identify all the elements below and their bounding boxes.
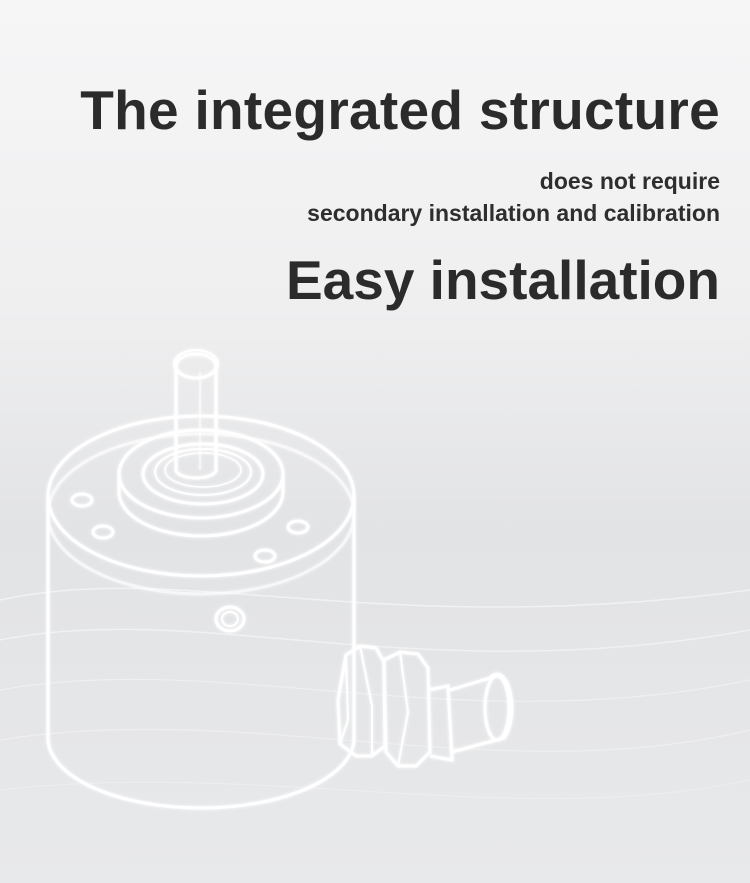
subtext-line-1: does not require: [539, 168, 720, 194]
cable-gland-nut: [382, 650, 432, 768]
cable: [449, 672, 514, 754]
encoder-shaft: [174, 368, 218, 480]
cable-gland-nut: [336, 644, 387, 758]
mounting-hole: [91, 524, 115, 540]
headline-easy-installation: Easy installation: [285, 249, 720, 311]
mounting-hole: [253, 548, 277, 564]
mounting-hole: [70, 492, 94, 508]
cable-gland-sleeve: [427, 684, 454, 762]
subtext-line-2: secondary installation and calibration: [307, 200, 720, 226]
encoder-body: [46, 498, 356, 810]
encoder-illustration: [46, 349, 514, 810]
encoder-top-face: [46, 414, 356, 578]
mounting-hole: [286, 519, 310, 535]
headline: The integrated structure: [80, 79, 720, 141]
body-screw: [214, 605, 246, 633]
